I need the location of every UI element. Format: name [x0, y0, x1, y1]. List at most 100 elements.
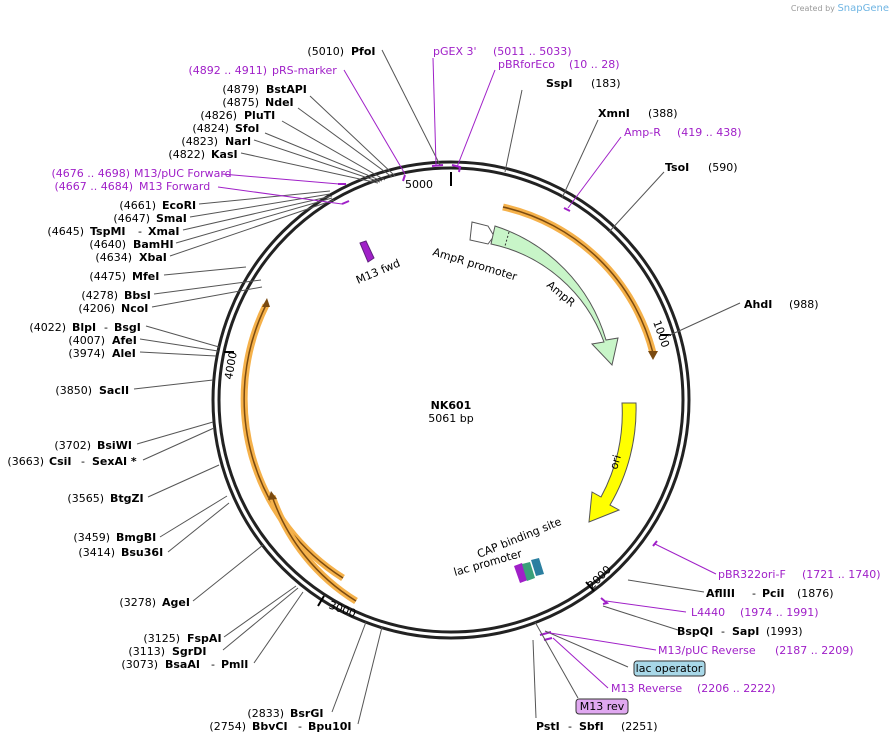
orf-frame-3-line	[271, 495, 357, 602]
label-4875-name: NdeI	[265, 96, 294, 109]
label-2251-name: PstI	[536, 720, 560, 733]
orf-frame-2-line	[243, 304, 344, 579]
orf-frame-1	[502, 203, 657, 354]
cap-feature	[514, 563, 528, 583]
label-988-pos: (988)	[789, 298, 819, 311]
plasmid-name: NK601	[431, 399, 472, 412]
label-3414-pos: (3414)	[78, 546, 115, 559]
labels-right: pGEX 3' (5011 .. 5033) pBRforEco (10 .. …	[433, 45, 881, 733]
label-3974-name: AleI	[112, 347, 136, 360]
label-388-name: XmnI	[598, 107, 630, 120]
label-4645-name: TspMI	[90, 225, 126, 238]
backbone-inner	[217, 166, 685, 634]
label-4826-name: PluTI	[244, 109, 275, 122]
label-pgex-range: (5011 .. 5033)	[493, 45, 572, 58]
label-4879-pos: (4879)	[222, 83, 259, 96]
label-388-pos: (388)	[648, 107, 678, 120]
label-4278-name: BbsI	[124, 289, 151, 302]
label-3073-name: BsaAI	[165, 658, 200, 671]
label-5010-pos: (5010)	[307, 45, 344, 58]
label-4475-pos: (4475)	[89, 270, 126, 283]
label-4823-pos: (4823)	[181, 135, 218, 148]
label-3073-name2: PmlI	[221, 658, 248, 671]
label-590-name: TsoI	[665, 161, 689, 174]
label-4661-name: EcoRI	[162, 199, 196, 212]
tick-2000	[585, 581, 595, 592]
label-3702-pos: (3702)	[54, 439, 91, 452]
ori-arrow	[588, 402, 637, 523]
ampr-junction	[504, 231, 510, 247]
label-3113-name: SgrDI	[172, 645, 206, 658]
label-4645-name2: XmaI	[148, 225, 179, 238]
label-3125-name: FspAI	[187, 632, 222, 645]
label-4278-pos: (4278)	[81, 289, 118, 302]
label-3565-name: BtgZI	[110, 492, 144, 505]
label-2754-name2: Bpu10I	[308, 720, 352, 733]
orf-frame-1-line	[502, 206, 654, 354]
label-4822-name: KasI	[211, 148, 238, 161]
label-pbr322ori-name: pBR322ori-F	[718, 568, 786, 581]
tick-label-4000: 4000	[222, 351, 240, 381]
label-4640-name: BamHI	[133, 238, 174, 251]
label-m13puc-fwd-name: M13/pUC Forward	[134, 167, 232, 180]
label-3702-name: BsiWI	[97, 439, 132, 452]
label-4661-pos: (4661)	[119, 199, 156, 212]
label-2754-name: BbvCI	[252, 720, 288, 733]
label-m13-fwd-name: M13 Forward	[139, 180, 210, 193]
plasmid-length: 5061 bp	[428, 412, 473, 425]
label-4634-name: XbaI	[139, 251, 167, 264]
label-1993-name: BspQI	[677, 625, 713, 638]
label-4007-name: AfeI	[112, 334, 137, 347]
orf-frame-3	[268, 494, 358, 604]
m13-rev-label: M13 rev	[580, 700, 625, 713]
m13-fwd-feature	[359, 240, 375, 263]
label-4475-name: MfeI	[132, 270, 159, 283]
ori-label: ori	[607, 453, 623, 470]
label-3663-dash: -	[81, 455, 85, 468]
label-3459-name: BmgBI	[116, 531, 156, 544]
label-m13puc-fwd-range: (4676 .. 4698)	[51, 167, 130, 180]
orf-frame-2-arrow	[262, 298, 270, 307]
tick-label-5000: 5000	[405, 178, 433, 191]
lac-operator-label: lac operator	[636, 662, 703, 675]
label-4007-pos: (4007)	[68, 334, 105, 347]
primer-leaders	[217, 57, 717, 689]
lac-promoter-feature	[522, 562, 535, 581]
tick-3000	[317, 595, 325, 607]
label-183-pos: (183)	[591, 77, 621, 90]
label-4822-pos: (4822)	[168, 148, 205, 161]
label-4022-name: BlpI	[72, 321, 96, 334]
label-2833-pos: (2833)	[247, 707, 284, 720]
label-3850-pos: (3850)	[55, 384, 92, 397]
label-ampr-primer-name: Amp-R	[624, 126, 661, 139]
orf-frame-3-arrow	[268, 491, 277, 500]
label-4022-pos: (4022)	[29, 321, 66, 334]
label-l4440-name: L4440	[691, 606, 725, 619]
label-3974-pos: (3974)	[68, 347, 105, 360]
label-1993-pos: (1993)	[766, 625, 803, 638]
label-3113-pos: (3113)	[128, 645, 165, 658]
label-3663-name2: SexAI *	[92, 455, 137, 468]
label-l4440-range: (1974 .. 1991)	[740, 606, 819, 619]
label-3414-name: Bsu36I	[121, 546, 163, 559]
label-m13-fwd-range: (4667 .. 4684)	[54, 180, 133, 193]
label-3278-pos: (3278)	[119, 596, 156, 609]
label-4824-name: SfoI	[235, 122, 259, 135]
label-3073-dash: -	[211, 658, 215, 671]
label-ampr-primer-range: (419 .. 438)	[677, 126, 742, 139]
label-3850-name: SacII	[99, 384, 129, 397]
label-m13puc-rev-name: M13/pUC Reverse	[658, 644, 756, 657]
label-3565-pos: (3565)	[67, 492, 104, 505]
label-pbr322ori-range: (1721 .. 1740)	[802, 568, 881, 581]
label-3459-pos: (3459)	[73, 531, 110, 544]
created-by-text: Created by	[790, 4, 835, 13]
lac-operator-feature	[531, 558, 544, 576]
label-2251-pos: (2251)	[621, 720, 658, 733]
label-1993-name2: SapI	[732, 625, 759, 638]
label-4645-dash: -	[138, 225, 142, 238]
label-1876-name: AflIII	[706, 587, 735, 600]
label-2754-pos: (2754)	[209, 720, 246, 733]
label-m13-reverse-name: M13 Reverse	[611, 682, 682, 695]
label-3663-pos: (3663)	[7, 455, 44, 468]
label-3125-pos: (3125)	[143, 632, 180, 645]
